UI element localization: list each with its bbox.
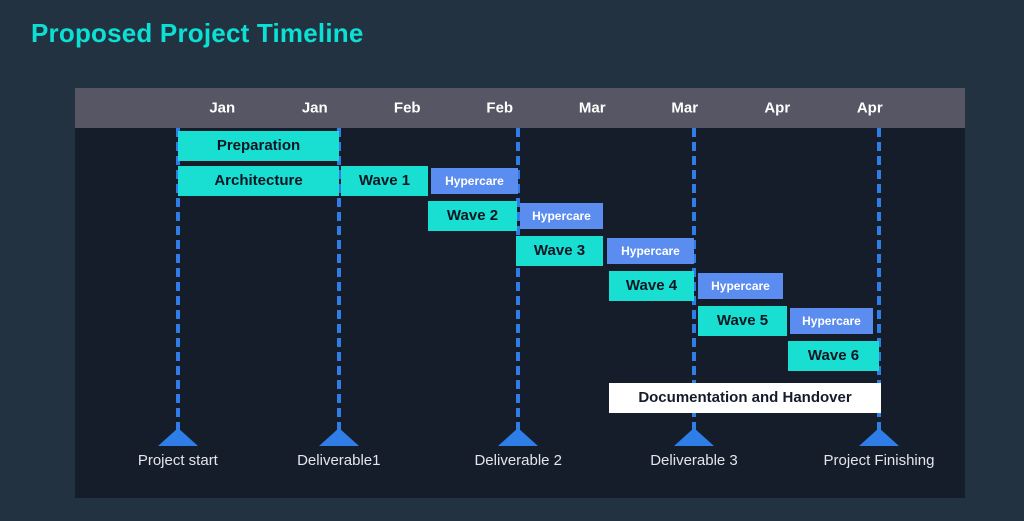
task-bar-wave-2: Wave 2 <box>428 201 517 231</box>
task-bar-preparation: Preparation <box>178 131 339 161</box>
milestone-dashed-line <box>877 128 881 430</box>
task-bar-wave-3: Wave 3 <box>516 236 603 266</box>
milestone-triangle-icon <box>674 428 714 446</box>
task-bar-hypercare: Hypercare <box>790 308 873 334</box>
task-bar-wave-6: Wave 6 <box>788 341 879 371</box>
task-bar-documentation-and-handover: Documentation and Handover <box>609 383 881 413</box>
task-bar-hypercare: Hypercare <box>698 273 783 299</box>
task-bar-architecture: Architecture <box>178 166 339 196</box>
milestone-dashed-line <box>516 128 521 430</box>
month-label: Mar <box>671 99 699 117</box>
milestone-label: Project Finishing <box>823 452 935 469</box>
task-bar-wave-4: Wave 4 <box>609 271 694 301</box>
task-bar-wave-1: Wave 1 <box>341 166 428 196</box>
milestone-dashed-line <box>175 128 180 430</box>
milestone-triangle-icon <box>318 428 359 446</box>
task-bar-wave-5: Wave 5 <box>698 306 787 336</box>
month-label: Jan <box>209 99 236 117</box>
timeline-month-header: Jan Jan Feb Feb Mar Mar Apr Apr <box>75 88 965 128</box>
milestone-label: Deliverable 2 <box>474 452 563 469</box>
milestone-label: Deliverable1 <box>297 452 381 469</box>
month-label: Jan <box>301 99 328 117</box>
month-label: Apr <box>764 99 791 117</box>
milestone-triangle-icon <box>157 428 198 446</box>
gantt-body: Project start Deliverable1 Deliverable 2 De… <box>75 128 965 498</box>
milestone-dashed-line <box>336 128 341 430</box>
gantt-chart: Jan Jan Feb Feb Mar Mar Apr Apr Project start De… <box>75 88 965 498</box>
task-bar-hypercare: Hypercare <box>431 168 518 194</box>
page-title: Proposed Project Timeline <box>31 18 364 48</box>
milestone-triangle-icon <box>498 428 539 446</box>
milestone-triangle-icon <box>859 428 899 446</box>
milestone-dashed-line <box>692 128 696 430</box>
month-label: Apr <box>856 99 883 117</box>
task-bar-hypercare: Hypercare <box>520 203 603 229</box>
task-bar-hypercare: Hypercare <box>607 238 694 264</box>
milestone-label: Project start <box>137 452 218 469</box>
month-label: Feb <box>393 99 421 117</box>
milestone-label: Deliverable 3 <box>650 452 738 469</box>
month-label: Feb <box>486 99 514 117</box>
month-label: Mar <box>578 99 606 117</box>
